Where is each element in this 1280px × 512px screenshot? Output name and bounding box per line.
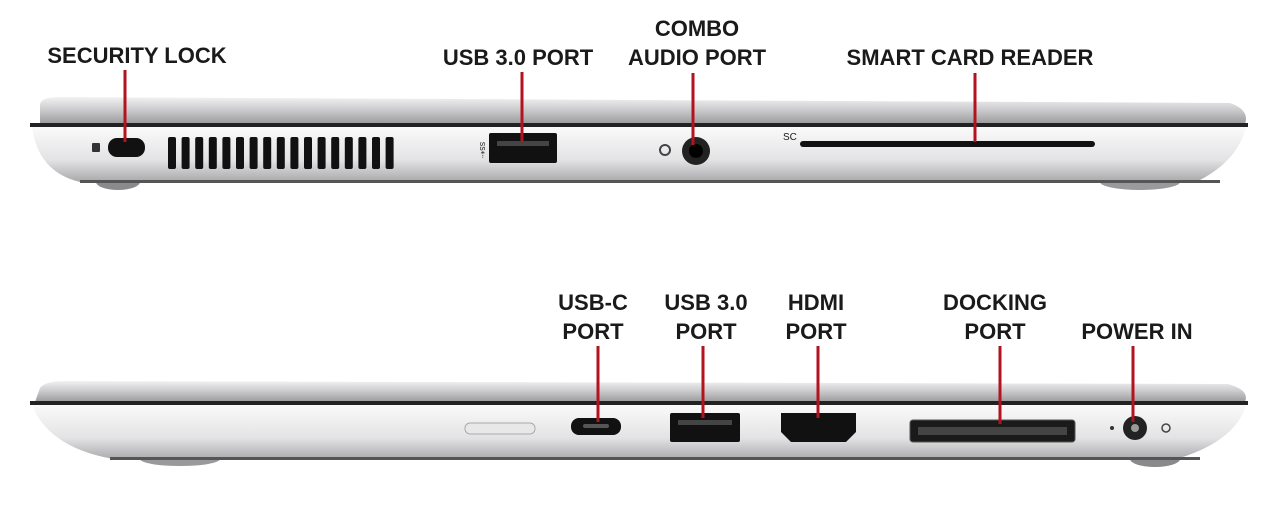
vent-slot xyxy=(372,137,380,169)
leader-lines xyxy=(123,70,1135,424)
vent-slot xyxy=(317,137,326,169)
lid xyxy=(35,381,1246,402)
label-line: PORT xyxy=(675,319,737,344)
laptop-left-side: ss⇠ xyxy=(30,97,1248,190)
security-lock-slot xyxy=(108,138,145,157)
hinge-gap xyxy=(30,123,1248,127)
label-line: USB 3.0 xyxy=(664,290,748,315)
label-smart-card: SMART CARD READER xyxy=(846,45,1094,70)
vent-slot xyxy=(344,137,353,169)
vent-slot xyxy=(236,137,244,169)
label-line: HDMI xyxy=(787,290,845,315)
usb-ss-symbol-icon: ss⇠ xyxy=(478,142,488,159)
vent-slot xyxy=(263,137,272,169)
headphone-icon xyxy=(659,144,671,156)
vent-slot xyxy=(181,137,190,169)
label-combo-audio: COMBO AUDIO PORT xyxy=(628,14,766,72)
vent-slot xyxy=(168,137,176,169)
label-line: USB-C xyxy=(558,290,628,315)
label-docking: DOCKING PORT xyxy=(943,288,1047,346)
vent-slot xyxy=(276,137,285,169)
power-led-icon xyxy=(1110,426,1114,430)
label-line: PORT xyxy=(785,319,847,344)
vent-slot xyxy=(222,137,231,169)
lid xyxy=(40,97,1246,124)
vent-slot xyxy=(331,137,340,169)
hdmi-port xyxy=(781,413,856,442)
vent-slot xyxy=(304,137,312,169)
vent-slot xyxy=(358,137,367,169)
label-line: PORT xyxy=(562,319,624,344)
usb30-port xyxy=(670,413,740,442)
smart-card-mark: SC xyxy=(783,132,797,143)
hinge-gap xyxy=(30,401,1248,405)
label-usbc: USB-C PORT xyxy=(558,288,628,346)
power-symbol-icon xyxy=(1161,423,1171,433)
vent-slot xyxy=(385,137,394,169)
vent-slot xyxy=(290,137,299,169)
speaker-grille xyxy=(464,422,536,435)
vent-slot xyxy=(249,137,258,169)
vent-slot xyxy=(195,137,204,169)
label-hdmi: HDMI PORT xyxy=(785,288,846,346)
smart-card-slot xyxy=(800,141,1095,147)
label-usb30-top: USB 3.0 PORT xyxy=(442,45,594,70)
label-line: COMBO xyxy=(654,16,740,41)
base xyxy=(32,405,1246,460)
usb30-port xyxy=(489,133,557,163)
label-line: AUDIO PORT xyxy=(627,45,767,70)
laptop-right-side xyxy=(30,381,1248,467)
lock-symbol-icon xyxy=(92,143,100,152)
air-vents xyxy=(168,137,394,169)
vent-slot xyxy=(208,137,217,169)
label-line: PORT xyxy=(964,319,1026,344)
label-usb30-bottom: USB 3.0 PORT xyxy=(664,288,747,346)
label-line: DOCKING xyxy=(943,290,1047,315)
label-power-in: POWER IN xyxy=(1081,319,1193,344)
label-security-lock: SECURITY LOCK xyxy=(47,43,227,68)
